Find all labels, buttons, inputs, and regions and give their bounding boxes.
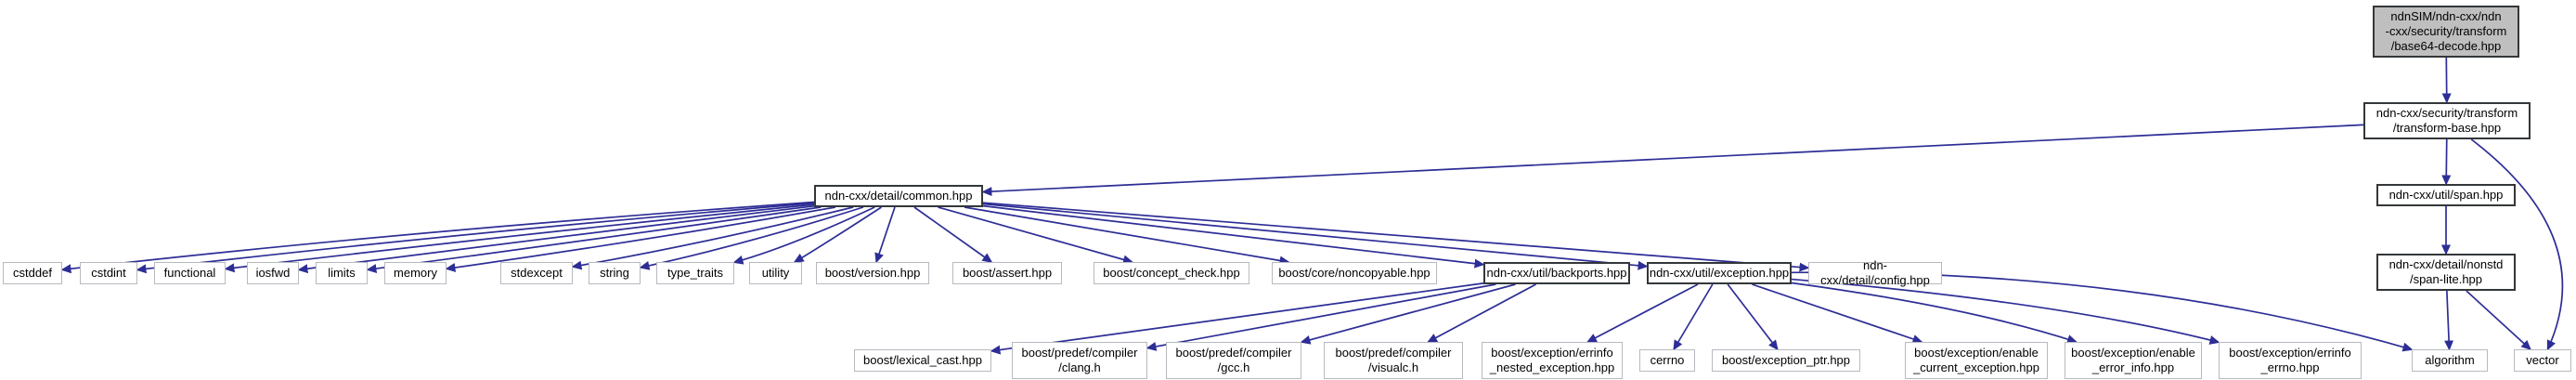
edge-common-to-functional xyxy=(224,203,815,273)
edge-common-to-type-traits xyxy=(732,206,875,265)
node-config: ndn-cxx/detail/config.hpp xyxy=(1808,258,1942,287)
node-boost-assert: boost/assert.hpp xyxy=(952,262,1062,284)
node-boost-predef-clang: boost/predef/compiler /clang.h xyxy=(1012,342,1147,379)
edge-exception-to-boost-exception-ptr xyxy=(1727,283,1779,351)
node-type-traits: type_traits xyxy=(656,262,734,284)
edge-backports-to-boost-predef-clang xyxy=(1146,283,1496,351)
edge-common-to-exception xyxy=(982,203,1649,270)
edge-span-lite-to-vector xyxy=(2466,290,2531,351)
edge-common-to-iosfwd xyxy=(297,204,815,274)
node-cstddef: cstddef xyxy=(3,262,62,284)
node-boost-lexical-cast: boost/lexical_cast.hpp xyxy=(854,349,991,372)
edge-common-to-string xyxy=(639,206,864,270)
edge-transform-base-to-span xyxy=(2441,138,2452,186)
edge-transform-base-to-common xyxy=(981,124,2364,197)
edge-common-to-stdexcept xyxy=(571,206,854,270)
edge-exception-to-enable-error-info xyxy=(1791,282,2078,344)
edge-common-to-boost-assert xyxy=(913,206,993,263)
node-string: string xyxy=(589,262,641,284)
node-cerrno: cerrno xyxy=(1639,349,1695,372)
edge-common-to-boost-concept-check xyxy=(938,206,1133,265)
edge-exception-to-errinfo-errno xyxy=(1791,278,2220,345)
node-boost-predef-visualc: boost/predef/compiler /visualc.h xyxy=(1324,342,1463,379)
edge-common-to-memory xyxy=(445,206,836,272)
edge-backports-to-boost-lexical-cast xyxy=(990,282,1484,355)
edge-backports-to-boost-predef-gcc xyxy=(1300,283,1516,345)
node-limits: limits xyxy=(316,262,368,284)
node-boost-version: boost/version.hpp xyxy=(816,262,929,284)
node-enable-current-exception: boost/exception/enable _current_exceptio… xyxy=(1905,342,2048,379)
edge-common-to-boost-version xyxy=(874,206,896,264)
edge-common-to-backports xyxy=(982,204,1485,269)
node-exception[interactable]: ndn-cxx/util/exception.hpp xyxy=(1647,262,1792,284)
edge-common-to-cstddef xyxy=(60,201,815,274)
node-algorithm: algorithm xyxy=(2412,349,2488,372)
node-errinfo-nested-exception: boost/exception/errinfo _nested_exceptio… xyxy=(1482,342,1623,379)
node-boost-exception-ptr: boost/exception_ptr.hpp xyxy=(1712,349,1860,372)
edge-common-to-utility xyxy=(793,206,882,263)
edge-exception-to-errinfo-nested-exception xyxy=(1586,283,1699,343)
node-boost-predef-gcc: boost/predef/compiler /gcc.h xyxy=(1166,342,1301,379)
node-boost-concept-check: boost/concept_check.hpp xyxy=(1094,262,1249,284)
edge-common-to-boost-core-noncopyable xyxy=(964,206,1290,266)
edge-transform-base-to-vector xyxy=(2470,138,2564,351)
node-stdexcept: stdexcept xyxy=(500,262,573,284)
node-functional: functional xyxy=(154,262,226,284)
node-common[interactable]: ndn-cxx/detail/common.hpp xyxy=(814,185,983,207)
edge-common-to-cstdint xyxy=(136,202,815,274)
node-iosfwd: iosfwd xyxy=(247,262,299,284)
node-backports[interactable]: ndn-cxx/util/backports.hpp xyxy=(1483,262,1630,284)
edge-exception-to-enable-current-exception xyxy=(1752,283,1923,344)
node-utility: utility xyxy=(749,262,802,284)
edge-common-to-limits xyxy=(366,206,822,274)
edge-backports-to-boost-predef-visualc xyxy=(1427,283,1536,343)
node-transform-base[interactable]: ndn-cxx/security/transform /transform-ba… xyxy=(2363,102,2531,139)
edge-exception-to-cerrno xyxy=(1673,283,1714,351)
node-boost-core-noncopyable: boost/core/noncopyable.hpp xyxy=(1272,262,1437,284)
node-span[interactable]: ndn-cxx/util/span.hpp xyxy=(2376,184,2516,206)
edge-span-lite-to-algorithm xyxy=(2444,290,2454,351)
node-span-lite[interactable]: ndn-cxx/detail/nonstd /span-lite.hpp xyxy=(2376,254,2516,291)
node-enable-error-info: boost/exception/enable _error_info.hpp xyxy=(2065,342,2202,379)
node-memory: memory xyxy=(384,262,447,284)
node-cstdint: cstdint xyxy=(80,262,137,284)
node-base64-decode: ndnSIM/ndn-cxx/ndn -cxx/security/transfo… xyxy=(2373,6,2519,58)
edge-common-to-config xyxy=(982,202,1810,272)
node-vector: vector xyxy=(2514,349,2571,372)
node-errinfo-errno: boost/exception/errinfo _errno.hpp xyxy=(2219,342,2362,379)
edge-base64-decode-to-transform-base xyxy=(2441,57,2452,104)
